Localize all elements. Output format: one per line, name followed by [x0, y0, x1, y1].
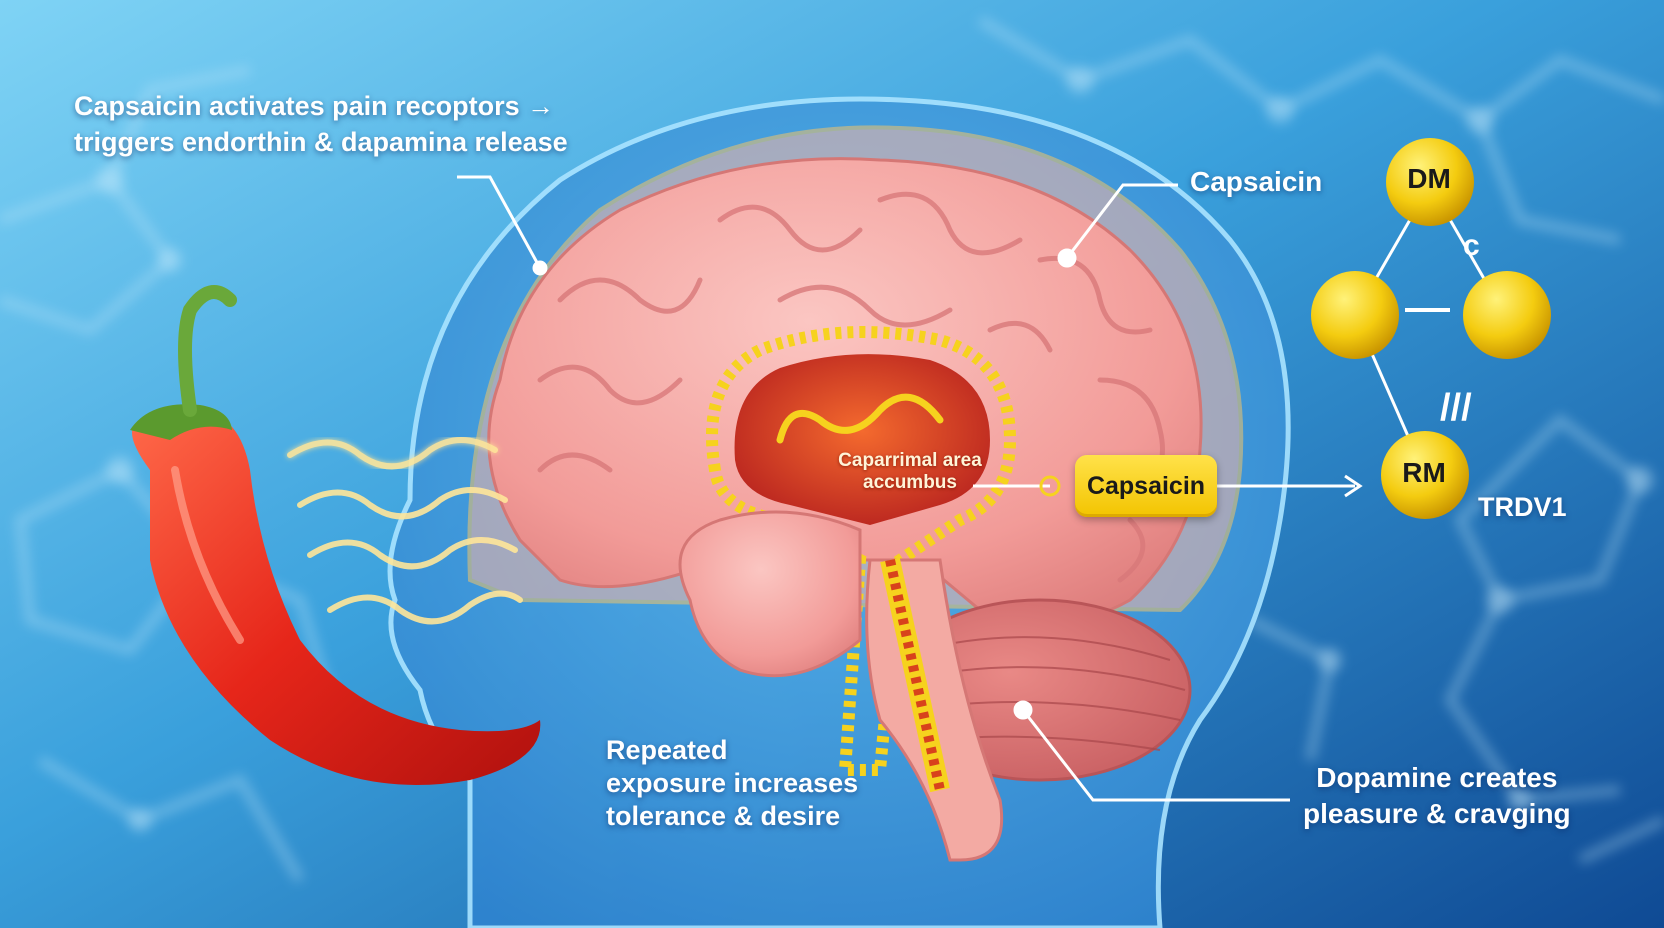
molecule-atom-left: [1311, 271, 1399, 359]
leader-lines: [457, 175, 1363, 802]
molecule-atom-right: [1463, 271, 1551, 359]
molecule-atom-dm: [1386, 138, 1474, 226]
temporal-lobe: [678, 510, 862, 678]
dopamine-line2: pleasure & cravging: [1303, 798, 1571, 829]
heat-waves: [287, 437, 523, 625]
atom-rm-label: RM: [1402, 457, 1446, 488]
atom-dm-label: DM: [1407, 163, 1451, 194]
brain-folds: [537, 191, 1165, 583]
capsaicin-mechanism-label: Capsaicin activates pain recoptors → tri…: [74, 88, 568, 160]
repeated-line3: tolerance & desire: [606, 801, 841, 831]
leader-line-top: [457, 175, 542, 269]
molecule-diagram: c ///: [1311, 138, 1551, 519]
repeated-line2: exposure increases: [606, 768, 859, 798]
receptor-label: TRDV1: [1478, 492, 1567, 522]
capsaicin-pill-badge: Capsaicin: [1075, 455, 1217, 517]
dopamine-effect-label: Dopamine creates pleasure & cravging: [1303, 760, 1571, 832]
nucleus-accumbens-region: [734, 354, 990, 525]
brain-region-label: Caparrimal area accumbus: [810, 450, 1010, 494]
capsaicin-label: Capsaicin: [1190, 166, 1323, 197]
brain-region-line1: Caparrimal area: [838, 450, 982, 471]
molecule-atom-rm: [1381, 431, 1469, 519]
dopamine-pathway-squiggle: [776, 393, 944, 444]
leader-line-dopamine: [1021, 709, 1290, 802]
capsaicin-mechanism-line2: triggers endorthin & dapamina release: [74, 127, 568, 157]
repeated-exposure-label: Repeated exposure increases tolerance & …: [606, 734, 858, 833]
network-nodes: [96, 66, 1654, 832]
leader-line-capsaicin: [1065, 183, 1178, 259]
dopamine-line1: Dopamine creates: [1316, 762, 1558, 793]
spinal-pathway-ladder: [880, 557, 950, 793]
arrowhead: [1344, 474, 1363, 498]
bond-symbol-lower: ///: [1440, 387, 1472, 429]
brain-region-line2: accumbus: [863, 472, 957, 493]
chili-pepper-illustration: [130, 285, 541, 785]
repeated-line1: Repeated: [606, 735, 728, 765]
capsaicin-mechanism-line1: Capsaicin activates pain recoptors →: [74, 91, 555, 121]
bond-symbol-top: c: [1463, 229, 1480, 262]
reward-pathway-outline: [706, 326, 1017, 776]
